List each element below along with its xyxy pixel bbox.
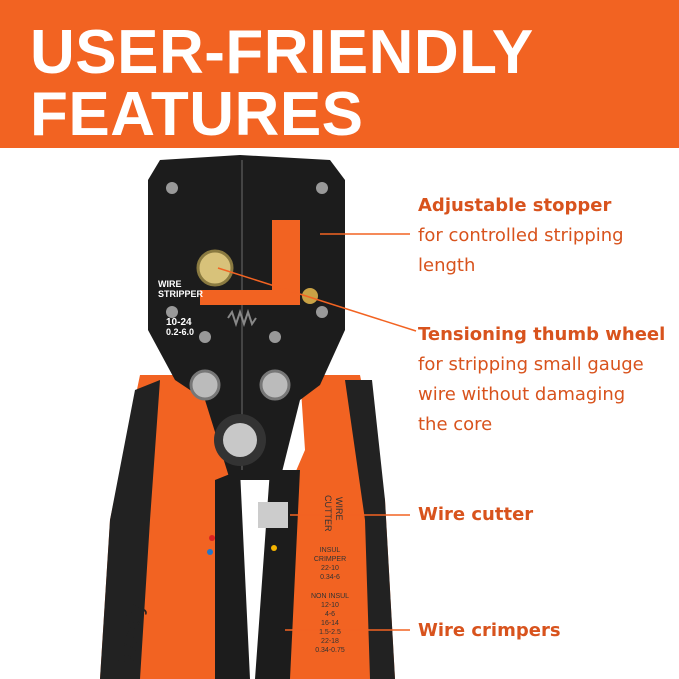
svg-text:NON INSUL: NON INSUL <box>311 593 349 600</box>
header-banner: USER-FRIENDLY FEATURES <box>0 0 679 148</box>
svg-text:WIRE: WIRE <box>334 497 344 521</box>
svg-text:CUTTER: CUTTER <box>323 495 333 532</box>
svg-text:12-10: 12-10 <box>321 602 339 609</box>
callout-tensioning-thumb-wheel: Tensioning thumb wheel for stripping sma… <box>418 320 665 440</box>
right-handle-grip <box>345 380 395 679</box>
crimper-jaws <box>215 470 300 679</box>
callout-adjustable-stopper: Adjustable stopper for controlled stripp… <box>418 191 624 281</box>
svg-text:INSUL: INSUL <box>320 547 341 554</box>
callout-text: for controlled stripping <box>418 225 624 246</box>
callout-heading: Wire crimpers <box>418 620 561 641</box>
callout-text: length <box>418 255 476 276</box>
wire-stripper-illustration: WIRE STRIPPER 10-24 0.2-6.0 INSUL CRIMPE… <box>100 155 417 679</box>
callout-text: for stripping small gauge <box>418 354 644 375</box>
callout-wire-crimpers: Wire crimpers <box>418 616 561 646</box>
callout-heading: Adjustable stopper <box>418 195 612 216</box>
leader-line-thumbwheel <box>217 267 417 332</box>
svg-text:22-10: 22-10 <box>321 565 339 572</box>
callout-heading: Wire cutter <box>418 504 534 525</box>
svg-text:10-24: 10-24 <box>166 317 192 328</box>
tension-thumb-wheel <box>196 249 234 287</box>
svg-text:CRIMPER: CRIMPER <box>314 556 346 563</box>
adjustable-stopper <box>200 220 300 305</box>
svg-text:0.2-6.0: 0.2-6.0 <box>166 327 194 337</box>
title-line-1: USER-FRIENDLY <box>30 18 534 87</box>
callout-wire-cutter: Wire cutter <box>418 500 533 530</box>
svg-text:4-6: 4-6 <box>325 611 335 618</box>
page-title: USER-FRIENDLY FEATURES <box>30 22 534 146</box>
left-handle-grip <box>100 380 160 679</box>
wire-cutter-blade <box>258 502 288 528</box>
cutter-marking: WIRE CUTTER <box>323 495 344 532</box>
callout-heading: Tensioning thumb wheel <box>418 324 666 345</box>
crimper-marking: INSUL CRIMPER 22-10 0.34-6 NON INSUL 12-… <box>311 547 349 654</box>
svg-text:0.34-6: 0.34-6 <box>320 574 340 581</box>
svg-text:1.5-2.5: 1.5-2.5 <box>319 629 341 636</box>
pivot-bolt-left <box>189 369 221 401</box>
callout-text: wire without damaging <box>418 384 626 405</box>
svg-text:16-14: 16-14 <box>321 620 339 627</box>
callout-text: the core <box>418 414 493 435</box>
svg-text:0.34-0.75: 0.34-0.75 <box>315 647 345 654</box>
title-line-2: FEATURES <box>30 80 364 149</box>
svg-text:22-18: 22-18 <box>321 638 339 645</box>
svg-text:WIRE: WIRE <box>158 279 182 289</box>
svg-text:STRIPPER: STRIPPER <box>158 289 204 299</box>
pivot-bolt-right <box>259 369 291 401</box>
stripper-marking: WIRE STRIPPER 10-24 0.2-6.0 <box>158 279 204 337</box>
